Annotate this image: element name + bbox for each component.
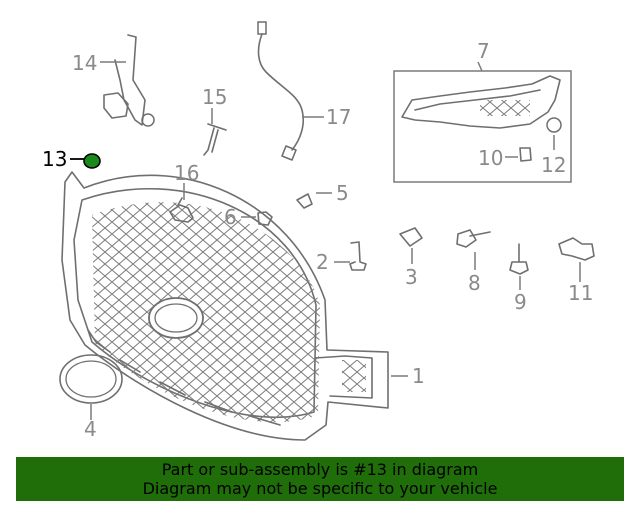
callout-13: 13 bbox=[42, 147, 67, 171]
callout-12: 12 bbox=[541, 153, 566, 177]
callout-9: 9 bbox=[514, 290, 527, 314]
callout-5: 5 bbox=[336, 181, 349, 205]
bracket-part-14 bbox=[103, 34, 155, 127]
sensor-harness-part-17 bbox=[257, 21, 305, 161]
callout-3: 3 bbox=[405, 265, 418, 289]
highlighted-part-13 bbox=[83, 153, 101, 169]
banner-line-1: Part or sub-assembly is #13 in diagram bbox=[161, 460, 479, 479]
callout-8: 8 bbox=[468, 271, 481, 295]
ring-emblem-part bbox=[59, 354, 123, 404]
callout-16: 16 bbox=[174, 161, 199, 185]
callout-17: 17 bbox=[326, 105, 351, 129]
callout-2: 2 bbox=[316, 250, 329, 274]
fasteners bbox=[257, 193, 595, 275]
callout-1: 1 bbox=[412, 364, 425, 388]
info-banner: Part or sub-assembly is #13 in diagram D… bbox=[16, 457, 624, 501]
callout-10: 10 bbox=[478, 146, 503, 170]
callout-11: 11 bbox=[568, 281, 593, 305]
callout-15: 15 bbox=[202, 85, 227, 109]
clip-part-15 bbox=[203, 123, 227, 156]
sub-assembly-box-7 bbox=[393, 70, 572, 183]
callout-14: 14 bbox=[72, 51, 97, 75]
callout-6: 6 bbox=[224, 205, 237, 229]
banner-line-2: Diagram may not be specific to your vehi… bbox=[142, 479, 498, 498]
callout-4: 4 bbox=[84, 417, 97, 441]
leader-lines bbox=[70, 61, 581, 420]
callout-7: 7 bbox=[477, 39, 490, 63]
connector-part-16 bbox=[169, 197, 194, 223]
